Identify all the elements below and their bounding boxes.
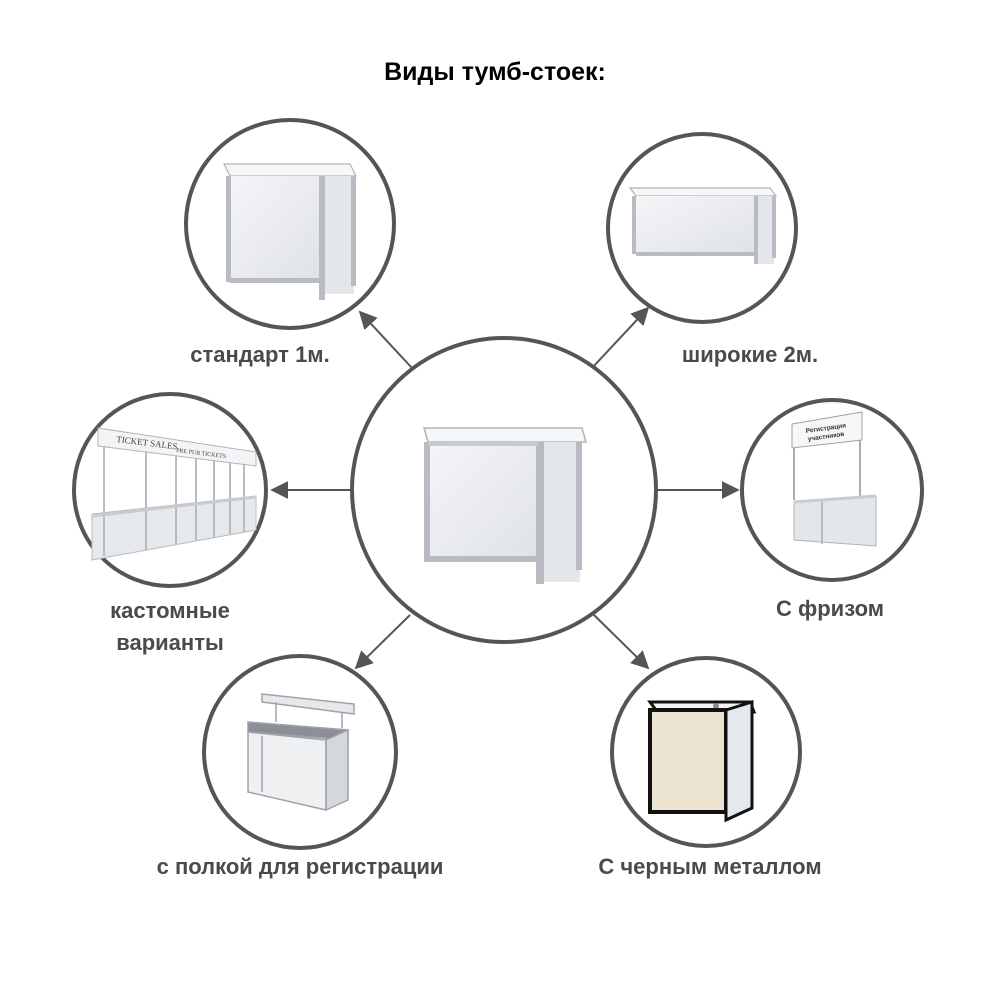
node-custom: TICKET SALES PRE PUB TICKETS	[72, 392, 268, 588]
label-shelf: с полкой для регистрации	[156, 854, 444, 879]
arrow-to-standard	[358, 310, 413, 369]
node-shelf	[202, 654, 398, 850]
label-custom-line1: кастомные	[110, 598, 230, 623]
standard-counter-icon	[223, 163, 357, 300]
label-standard: стандарт 1м.	[190, 342, 330, 367]
arrow-to-shelf	[354, 614, 411, 670]
label-frieze: С фризом	[775, 596, 885, 621]
frieze-counter-icon: Регистрация участников	[791, 411, 877, 547]
center-node	[350, 336, 658, 644]
connectors	[270, 306, 740, 670]
node-frieze: Регистрация участников	[740, 398, 924, 582]
node-standard	[184, 118, 396, 330]
label-black: С черным металлом	[598, 854, 822, 879]
arrow-to-wide	[591, 306, 650, 369]
black-metal-counter-icon	[647, 699, 757, 823]
counter-icon	[423, 427, 587, 584]
ticket-booths-icon: TICKET SALES PRE PUB TICKETS	[91, 427, 257, 561]
diagram-title: Виды тумб-стоек:	[384, 58, 606, 86]
node-black	[610, 656, 802, 848]
label-wide: широкие 2м.	[681, 342, 819, 367]
label-custom-line2: варианты	[116, 630, 224, 655]
arrow-to-black	[593, 614, 650, 670]
shelf-counter-icon	[247, 693, 355, 812]
wide-counter-icon	[628, 187, 778, 264]
node-wide	[606, 132, 798, 324]
